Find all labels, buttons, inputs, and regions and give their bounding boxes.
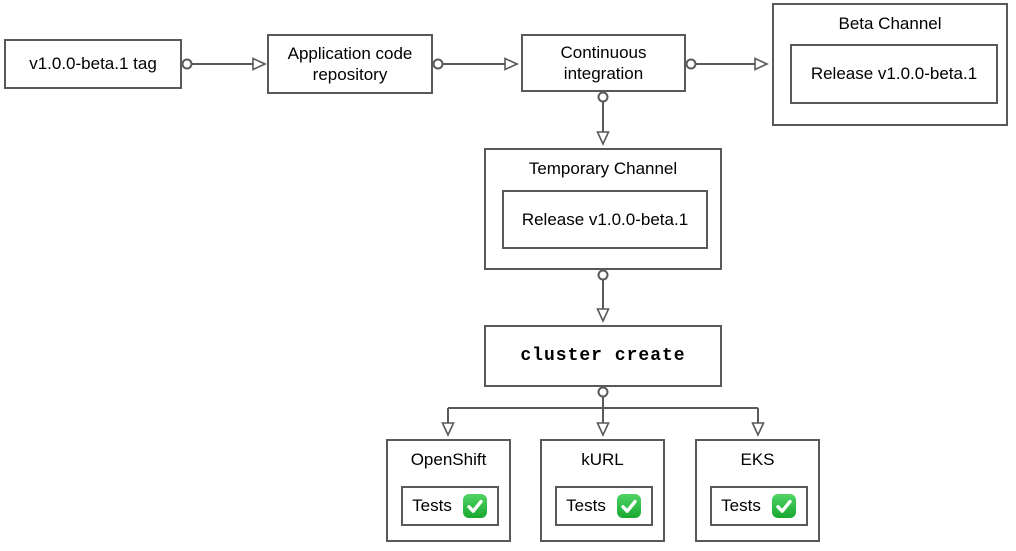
arrow-repo-to-ci <box>432 57 519 71</box>
node-continuous-integration: Continuous integration <box>521 34 686 92</box>
continuous-integration-label: Continuous integration <box>560 42 647 83</box>
arrow-ci-to-beta-channel <box>685 57 769 71</box>
arrow-tag-to-repo <box>181 57 267 71</box>
check-mark-icon <box>771 494 796 518</box>
version-tag-label: v1.0.0-beta.1 tag <box>29 54 157 74</box>
node-version-tag: v1.0.0-beta.1 tag <box>4 39 182 89</box>
kurl-tests-label: Tests <box>566 496 606 515</box>
temporary-channel-title: Temporary Channel <box>528 159 678 178</box>
node-cluster-create: cluster create <box>484 325 722 387</box>
arrow-cluster-create-to-distributions <box>441 386 765 437</box>
beta-channel-release-box: Release v1.0.0-beta.1 <box>790 44 998 104</box>
beta-channel-title: Beta Channel <box>838 14 942 33</box>
eks-title: EKS <box>740 450 775 469</box>
check-mark-icon <box>462 494 487 518</box>
openshift-tests-box: Tests <box>401 486 499 526</box>
beta-channel-release-label: Release v1.0.0-beta.1 <box>810 64 978 83</box>
arrow-temporary-channel-to-cluster-create <box>596 269 610 323</box>
eks-tests-label: Tests <box>721 496 761 515</box>
openshift-tests-label: Tests <box>412 496 452 515</box>
application-code-repository-label: Application code repository <box>287 43 413 84</box>
node-kurl: kURL Tests <box>540 439 665 542</box>
node-eks: EKS Tests <box>695 439 820 542</box>
temporary-channel-release-label: Release v1.0.0-beta.1 <box>521 209 689 229</box>
eks-tests-box: Tests <box>710 486 808 526</box>
node-beta-channel: Beta Channel Release v1.0.0-beta.1 <box>772 3 1008 126</box>
node-temporary-channel: Temporary Channel Release v1.0.0-beta.1 <box>484 148 722 270</box>
kurl-title: kURL <box>581 450 624 469</box>
node-application-code-repository: Application code repository <box>267 34 433 94</box>
cluster-create-label: cluster create <box>520 345 686 366</box>
check-mark-icon <box>616 494 641 518</box>
openshift-title: OpenShift <box>410 450 487 469</box>
node-openshift: OpenShift Tests <box>386 439 511 542</box>
temporary-channel-release-box: Release v1.0.0-beta.1 <box>502 190 708 249</box>
kurl-tests-box: Tests <box>555 486 653 526</box>
arrow-ci-to-temporary-channel <box>596 91 610 146</box>
